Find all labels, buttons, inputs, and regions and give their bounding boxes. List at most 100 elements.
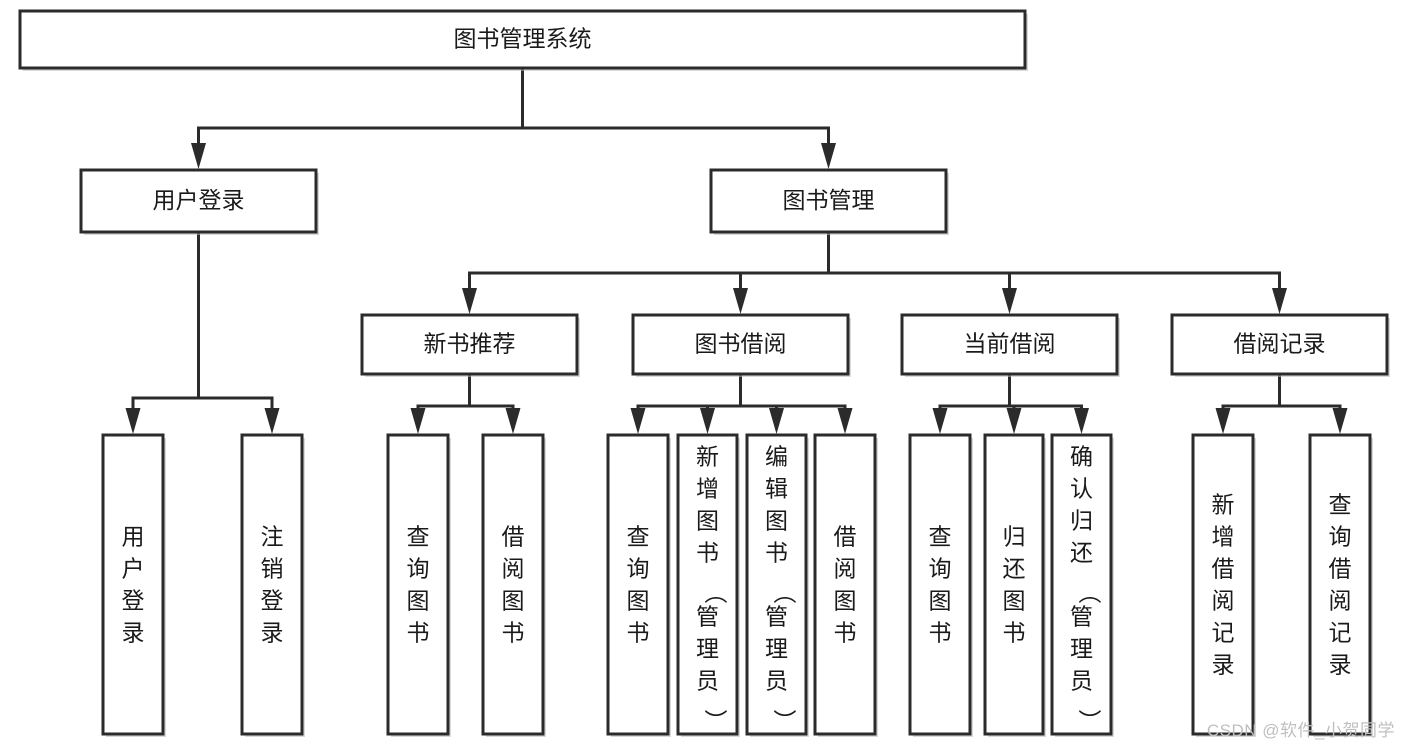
node-rect[interactable] xyxy=(360,313,579,376)
node-rect[interactable] xyxy=(1308,433,1372,736)
node-label-char: 管 xyxy=(765,604,788,630)
node-label-char: 销 xyxy=(261,556,284,582)
node-label-char: ） xyxy=(703,709,729,732)
node-n_user_login[interactable]: 用户登录 xyxy=(79,168,319,235)
arrow-head-icon xyxy=(1272,288,1287,314)
node-label-char: 书 xyxy=(502,620,525,646)
node-l_user_login[interactable]: 用户登录 xyxy=(101,433,166,737)
node-label-char: 录 xyxy=(1212,652,1235,678)
node-label-char: 阅 xyxy=(502,556,525,582)
node-label-char: （ xyxy=(703,581,729,604)
node-label-char: 书 xyxy=(627,620,650,646)
node-label-char: 增 xyxy=(696,476,719,502)
node-label: 图书管理系统 xyxy=(454,26,592,52)
node-rect[interactable] xyxy=(813,433,877,736)
node-rect[interactable] xyxy=(983,433,1045,736)
arrow-head-icon xyxy=(191,143,206,169)
node-n_borrow[interactable]: 图书借阅 xyxy=(631,313,851,377)
node-rect[interactable] xyxy=(240,433,304,736)
node-n_book_mgmt[interactable]: 图书管理 xyxy=(709,168,949,235)
node-rect[interactable] xyxy=(676,433,739,736)
connector-layer xyxy=(125,66,1348,434)
node-rect[interactable] xyxy=(900,313,1119,376)
node-label-char: 确 xyxy=(1070,444,1093,470)
node-label-char: 管 xyxy=(1070,604,1093,630)
node-label-char: 借 xyxy=(1212,556,1235,582)
node-label-char: 注 xyxy=(261,524,284,550)
arrow-head-icon xyxy=(1074,408,1089,434)
node-label-char: 阅 xyxy=(1212,588,1235,614)
arrow-head-icon xyxy=(1332,408,1348,434)
node-rect[interactable] xyxy=(745,433,808,736)
arrow-head-icon xyxy=(630,408,646,434)
node-rect[interactable] xyxy=(481,433,545,736)
node-rect[interactable] xyxy=(101,433,165,736)
node-label-char: 借 xyxy=(1329,556,1352,582)
node-rect[interactable] xyxy=(79,168,318,234)
node-label-char: 查 xyxy=(407,524,430,550)
node-label-char: 图 xyxy=(765,508,788,534)
node-n_current[interactable]: 当前借阅 xyxy=(900,313,1120,377)
node-label: 图书管理 xyxy=(783,187,875,213)
node-label-char: 增 xyxy=(1212,524,1235,550)
arrow-head-icon xyxy=(769,408,784,434)
arrow-head-icon xyxy=(462,288,477,314)
node-label-char: 录 xyxy=(261,620,284,646)
node-label-char: 员 xyxy=(696,668,719,694)
node-rect[interactable] xyxy=(631,313,850,376)
node-rect[interactable] xyxy=(1191,433,1255,736)
arrow-head-icon xyxy=(1215,408,1231,434)
arrow-head-icon xyxy=(505,408,521,434)
node-rect[interactable] xyxy=(18,9,1027,70)
node-rect[interactable] xyxy=(1050,433,1113,736)
node-label-char: 理 xyxy=(696,636,719,662)
node-rect[interactable] xyxy=(908,433,972,736)
arrow-head-icon xyxy=(125,408,141,434)
node-rect[interactable] xyxy=(1170,313,1389,376)
node-label-char: 户 xyxy=(122,556,145,582)
arrow-head-icon xyxy=(264,408,280,434)
node-label-char: 登 xyxy=(261,588,284,614)
node-label-char: 图 xyxy=(834,588,857,614)
node-label-char: 图 xyxy=(1003,588,1026,614)
node-rect[interactable] xyxy=(386,433,450,736)
arrow-head-icon xyxy=(733,288,748,314)
arrow-head-icon xyxy=(700,408,715,434)
node-label-char: 员 xyxy=(1070,668,1093,694)
node-label-char: 还 xyxy=(1003,556,1026,582)
arrow-head-icon xyxy=(1002,288,1017,314)
node-label-char: 记 xyxy=(1212,620,1235,646)
connector-group xyxy=(125,230,280,434)
node-label-char: 认 xyxy=(1070,476,1093,502)
arrow-head-icon xyxy=(1006,408,1022,434)
node-n_records[interactable]: 借阅记录 xyxy=(1170,313,1390,377)
node-label-char: 归 xyxy=(1003,524,1026,550)
node-label-char: 录 xyxy=(1329,652,1352,678)
node-label: 借阅记录 xyxy=(1234,331,1326,357)
node-root[interactable]: 图书管理系统 xyxy=(18,9,1028,71)
node-label-char: 查 xyxy=(627,524,650,550)
node-n_new_rec[interactable]: 新书推荐 xyxy=(360,313,580,377)
node-label-char: 图 xyxy=(407,588,430,614)
node-label-char: 图 xyxy=(502,588,525,614)
node-rect[interactable] xyxy=(709,168,948,234)
node-rect[interactable] xyxy=(606,433,670,736)
node-layer: 图书管理系统用户登录图书管理新书推荐图书借阅当前借阅借阅记录用户登录注销登录查询… xyxy=(18,9,1390,737)
node-label-char: （ xyxy=(772,581,798,604)
node-label-char: 询 xyxy=(627,556,650,582)
node-label-char: 图 xyxy=(929,588,952,614)
node-label-char: 管 xyxy=(696,604,719,630)
